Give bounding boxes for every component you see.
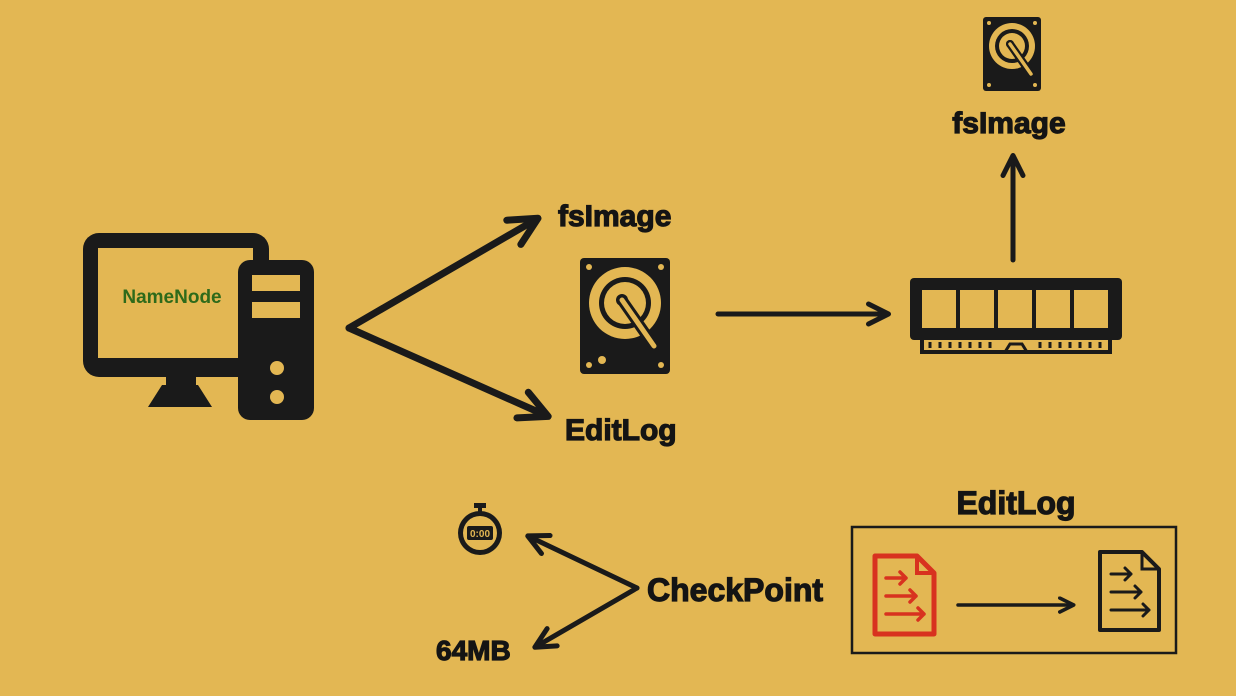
fsimage-label-mid: fsImage [558, 200, 671, 233]
editlog-box-title: EditLog [956, 485, 1075, 521]
fsimage-label-top: fsImage [952, 107, 1065, 140]
hard-drive-icon [983, 17, 1041, 91]
fork-arrows-namenode [345, 214, 552, 422]
size-limit-label: 64MB [436, 635, 511, 666]
stopwatch-icon: 0:00 [458, 503, 502, 555]
stopwatch-readout: 0:00 [470, 529, 490, 540]
fork-arrows-checkpoint [525, 533, 640, 650]
editlog-label-mid: EditLog [565, 414, 677, 447]
namenode-label: NameNode [122, 287, 221, 308]
desktop-computer-icon [83, 233, 314, 420]
editlog-box [850, 525, 1178, 655]
document-list-icon [1098, 550, 1161, 632]
ram-module-icon [910, 278, 1122, 354]
hard-drive-icon [580, 258, 670, 374]
checkpoint-label: CheckPoint [647, 572, 823, 608]
document-list-icon [872, 553, 937, 637]
